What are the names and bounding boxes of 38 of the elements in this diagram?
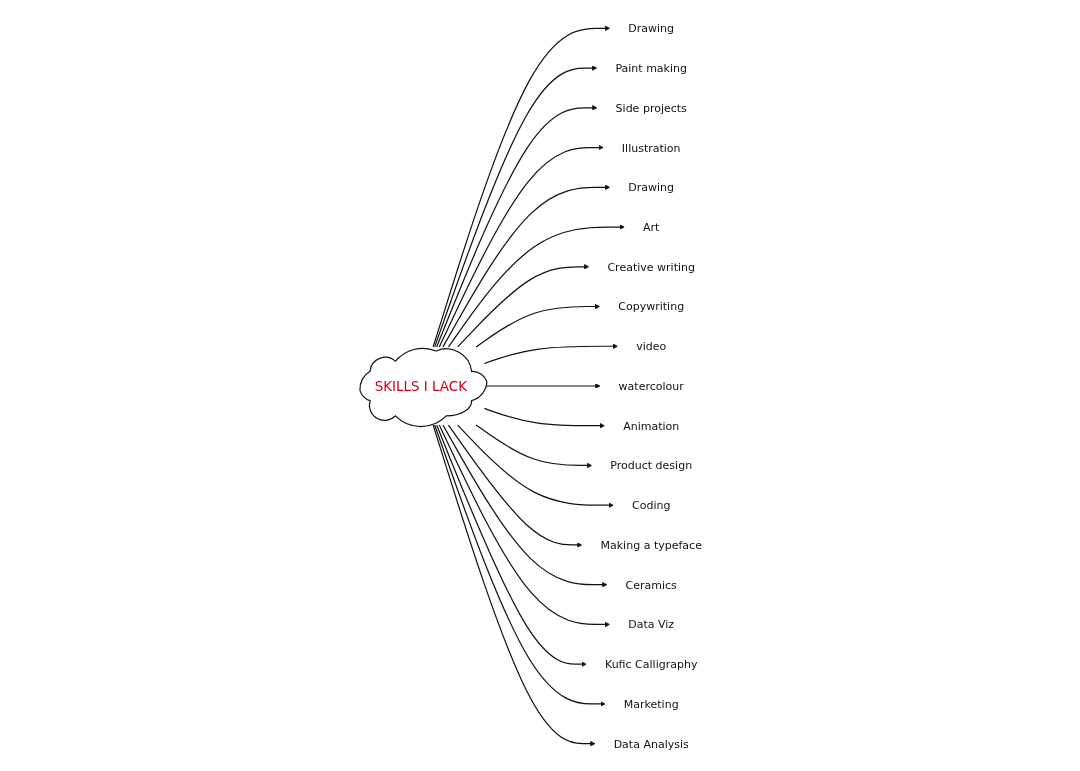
node-text: video (636, 339, 667, 353)
node-text: Making a typeface (600, 538, 702, 551)
arrow (457, 423, 614, 508)
arrow (483, 407, 605, 428)
arrow (435, 423, 587, 667)
node-text: watercolour (618, 379, 684, 392)
arrow (432, 423, 596, 746)
arrow (475, 303, 601, 348)
arrow (483, 343, 618, 364)
node-text: Side projects (615, 100, 687, 114)
node-text: Drawing (628, 180, 675, 194)
node-text: Kufic Calligraphy (604, 657, 698, 671)
node-text: Marketing (623, 697, 679, 710)
arrow (433, 64, 598, 348)
arrow (433, 423, 606, 707)
arrow (447, 223, 625, 348)
node-text: Animation (623, 418, 680, 432)
node-text: Paint making (615, 61, 687, 74)
arrow (438, 144, 604, 348)
node-text: Product design (610, 458, 693, 472)
node-text: Creative writing (607, 259, 695, 273)
node-text: Copywriting (618, 299, 685, 313)
node-text: Illustration (621, 140, 681, 154)
node-text: Drawing (628, 21, 675, 35)
node-text: Data Viz (628, 617, 675, 631)
node-text: Ceramics (625, 577, 677, 591)
node-text: Data Analysis (613, 736, 689, 750)
arrow (442, 184, 611, 348)
arrow (442, 423, 608, 587)
arrow (475, 423, 593, 468)
arrow (432, 25, 611, 348)
arrow (435, 104, 598, 348)
mind-map-drawing: SKILLS I LACK Drawing Paint making Side projects Illustration Drawing Art Creative writing Copywriting video watercolour Animation Product design Coding Making a typeface Ceramics Data Viz Kufic Calligraphy Marketing Data Analysis (354, 5, 726, 766)
arrow (447, 423, 583, 548)
node-text: Art (642, 220, 660, 233)
arrow (457, 263, 590, 348)
node-text: Coding (631, 498, 671, 512)
arrow (438, 423, 611, 627)
